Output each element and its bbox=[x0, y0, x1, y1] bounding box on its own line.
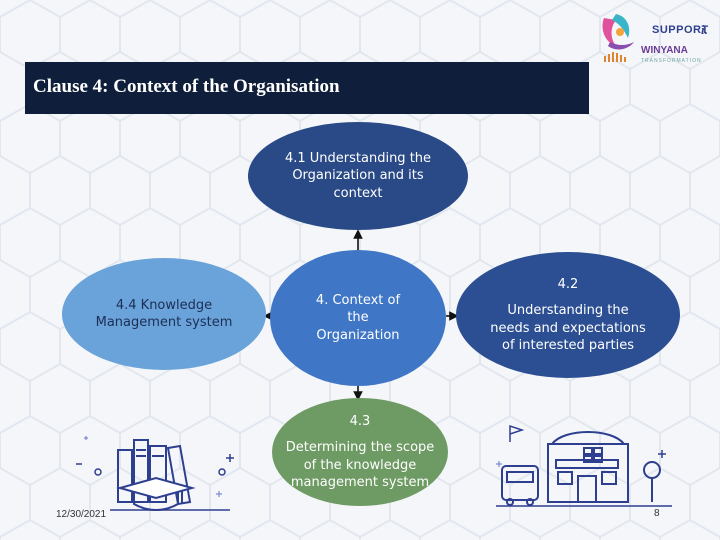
logo-tagline: TRANSFORMATION bbox=[641, 58, 702, 64]
node-knowledge-management-system: 4.4 Knowledge Management system bbox=[62, 258, 266, 370]
node-top-label: 4.1 Understanding the Organization and i… bbox=[284, 150, 432, 201]
title-bar bbox=[25, 62, 589, 114]
node-right-number: 4.2 bbox=[557, 276, 579, 292]
node-understanding-organization: 4.1 Understanding the Organization and i… bbox=[248, 122, 468, 230]
slide-number: 8 bbox=[654, 508, 660, 519]
support-winyana-logo bbox=[602, 14, 634, 62]
footer-date: 12/30/2021 bbox=[56, 509, 107, 520]
school-building-icon bbox=[496, 424, 672, 507]
logo-support-text: SUPPORT bbox=[652, 24, 709, 36]
slide-title: Clause 4: Context of the Organisation bbox=[33, 76, 340, 97]
node-left-label: 4.4 Knowledge Management system bbox=[95, 297, 233, 331]
node-determining-scope: 4.3 Determining the scope of the knowled… bbox=[272, 398, 448, 506]
node-interested-parties: 4.2 Understanding the needs and expectat… bbox=[456, 252, 680, 378]
books-graduation-cap-icon bbox=[76, 436, 234, 511]
logo-i-mark: i. bbox=[701, 22, 708, 37]
node-right-label: Understanding the needs and expectations… bbox=[490, 303, 646, 353]
logo-winyana-text: WINYANA bbox=[641, 45, 688, 56]
node-center-label: 4. Context of the Organization bbox=[315, 292, 401, 343]
node-bottom-number: 4.3 bbox=[349, 413, 371, 429]
node-context-of-organization: 4. Context of the Organization bbox=[270, 250, 446, 386]
node-bottom-label: Determining the scope of the knowledge m… bbox=[285, 440, 435, 490]
